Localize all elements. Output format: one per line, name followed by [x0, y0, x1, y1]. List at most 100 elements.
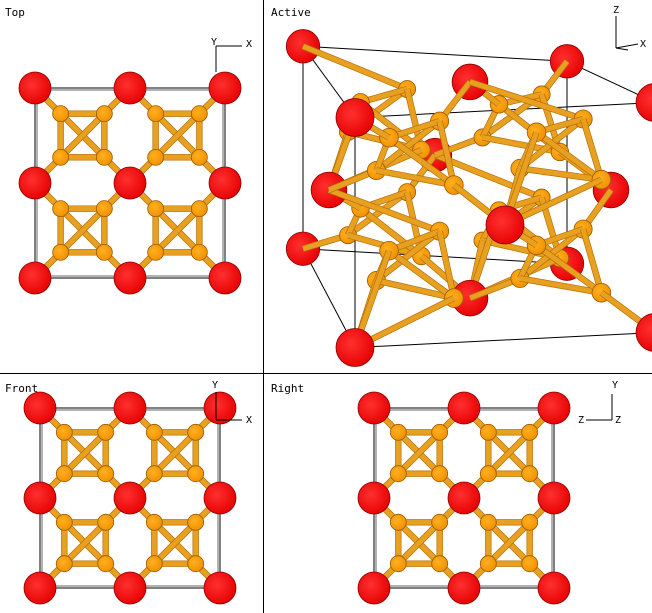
- small-atom: [55, 555, 73, 573]
- small-atom: [479, 513, 497, 531]
- small-atom: [55, 465, 73, 483]
- small-atom: [97, 513, 115, 531]
- small-atom: [431, 423, 449, 441]
- large-atom: [335, 328, 375, 367]
- axis-label-x: X: [246, 39, 252, 50]
- small-atom: [97, 423, 115, 441]
- bond: [375, 278, 455, 301]
- viewport-label-front: Front: [5, 382, 38, 395]
- bond: [580, 228, 604, 294]
- large-atom: [203, 391, 237, 425]
- viewport-label-right: Right: [271, 382, 304, 395]
- small-atom: [190, 105, 208, 123]
- bond: [62, 520, 108, 566]
- small-atom: [52, 105, 70, 123]
- large-atom: [447, 571, 481, 605]
- large-atom: [23, 481, 57, 515]
- axis-label-y: Y: [211, 37, 217, 48]
- small-atom: [190, 243, 208, 261]
- bond: [469, 79, 584, 122]
- bond: [396, 520, 442, 566]
- bond: [62, 430, 108, 476]
- axis-label-y: Y: [212, 380, 218, 391]
- large-atom: [635, 313, 652, 352]
- small-atom: [147, 200, 165, 218]
- small-atom: [52, 200, 70, 218]
- bond: [58, 206, 107, 255]
- bond: [519, 275, 602, 296]
- large-atom: [335, 98, 375, 137]
- bond: [580, 118, 604, 181]
- small-atom: [95, 243, 113, 261]
- bond: [387, 135, 456, 188]
- scene-right-view: [357, 391, 571, 605]
- small-atom: [521, 423, 539, 441]
- axis-label-z: Z: [578, 415, 584, 426]
- large-atom: [18, 71, 52, 105]
- large-atom: [113, 71, 147, 105]
- large-atom: [203, 571, 237, 605]
- bond: [387, 248, 456, 301]
- large-atom: [285, 29, 321, 64]
- large-atom: [447, 481, 481, 515]
- bond: [358, 206, 423, 259]
- small-atom: [55, 423, 73, 441]
- large-atom: [203, 481, 237, 515]
- bond: [535, 130, 603, 182]
- small-atom: [389, 513, 407, 531]
- small-atom: [187, 513, 205, 531]
- small-atom: [187, 423, 205, 441]
- axis-triad-icon: X Y: [211, 37, 252, 72]
- bond: [152, 430, 198, 476]
- small-atom: [521, 465, 539, 483]
- bond: [437, 120, 457, 186]
- large-atom: [447, 391, 481, 425]
- axis-triad-icon: Z X: [613, 5, 646, 51]
- axis-triad-icon: Y X: [212, 380, 252, 426]
- small-atom: [55, 513, 73, 531]
- large-atom: [208, 166, 242, 200]
- axis-triad-icon: Y Z Z: [578, 380, 621, 426]
- large-atom: [113, 571, 147, 605]
- small-atom: [431, 555, 449, 573]
- bond: [346, 190, 409, 238]
- large-atom: [113, 481, 147, 515]
- large-atom: [18, 261, 52, 295]
- bond: [153, 206, 202, 255]
- axis-label-x: X: [640, 39, 646, 50]
- bond: [434, 152, 543, 200]
- scene-top-view: [18, 71, 242, 295]
- bond: [58, 111, 107, 160]
- bond: [374, 119, 442, 173]
- small-atom: [95, 105, 113, 123]
- scene-perspective-view: [285, 29, 652, 367]
- unit-cell-edge: [302, 45, 568, 62]
- small-atom: [145, 555, 163, 573]
- large-atom: [357, 571, 391, 605]
- axis-label-x: Z: [615, 415, 621, 426]
- large-atom: [485, 205, 525, 245]
- large-atom: [537, 481, 571, 515]
- small-atom: [521, 555, 539, 573]
- small-atom: [431, 513, 449, 531]
- large-atom: [537, 571, 571, 605]
- small-atom: [479, 465, 497, 483]
- bond: [152, 520, 198, 566]
- large-atom: [113, 261, 147, 295]
- unit-cell-edge: [302, 248, 568, 265]
- small-atom: [95, 148, 113, 166]
- large-atom: [635, 83, 652, 122]
- large-atom: [113, 391, 147, 425]
- large-atom: [537, 391, 571, 425]
- small-atom: [389, 555, 407, 573]
- small-atom: [145, 513, 163, 531]
- small-atom: [479, 555, 497, 573]
- large-atom: [18, 166, 52, 200]
- small-atom: [147, 105, 165, 123]
- bond: [153, 111, 202, 160]
- large-atom: [23, 571, 57, 605]
- bond: [302, 43, 409, 92]
- small-atom: [145, 465, 163, 483]
- large-atom: [357, 391, 391, 425]
